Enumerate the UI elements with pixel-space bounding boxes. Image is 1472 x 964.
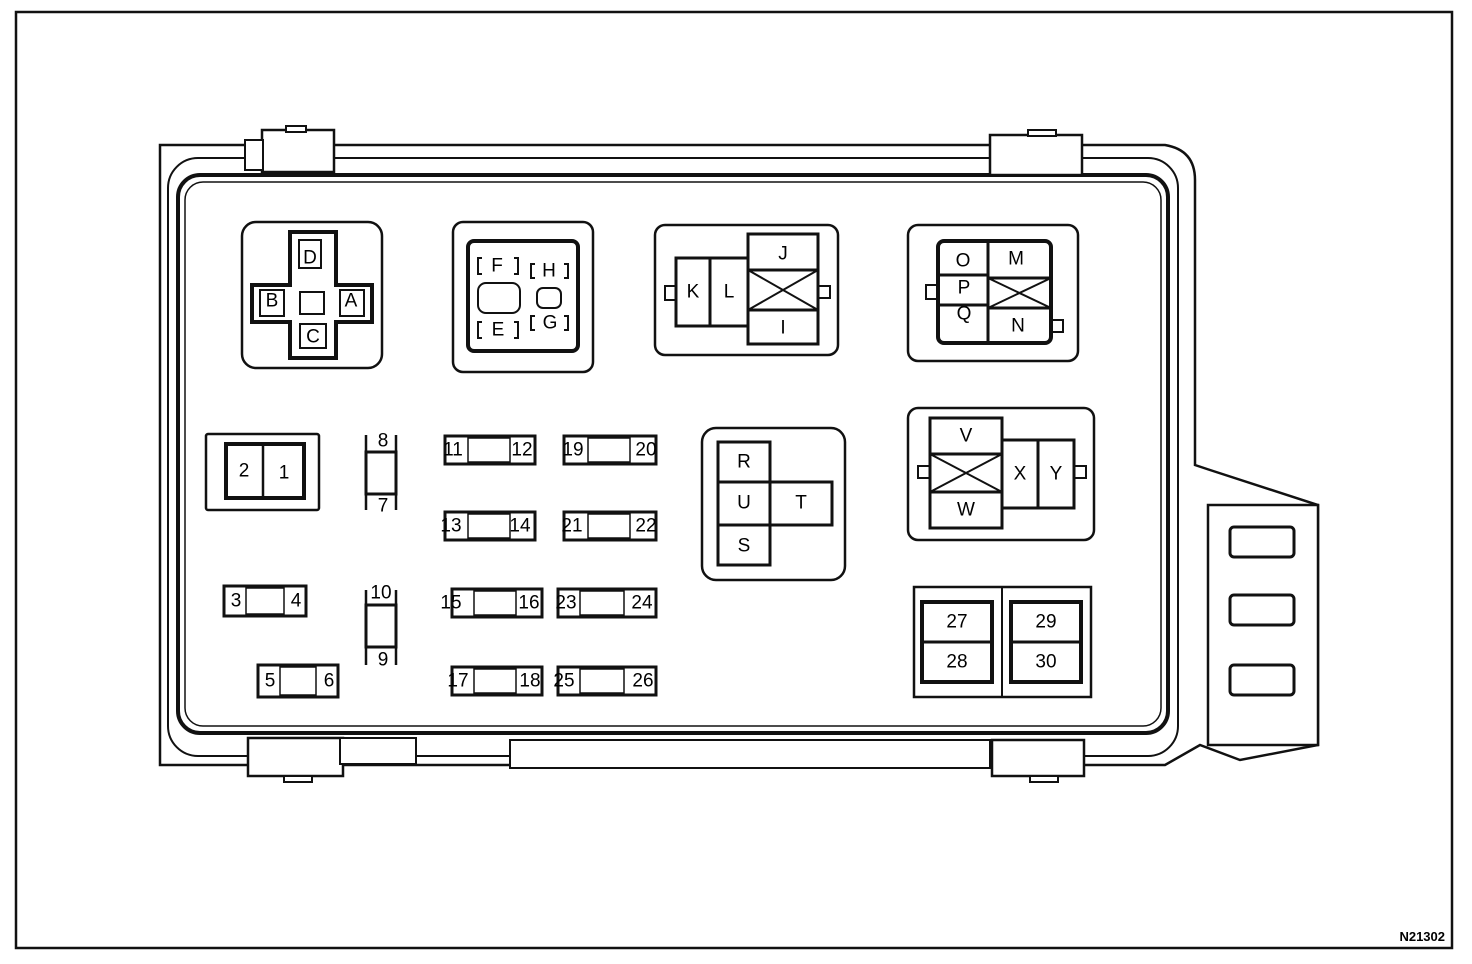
fuse-21: 21: [561, 516, 582, 537]
latch-top-right: [988, 129, 1084, 177]
fuse-9: 9: [378, 650, 389, 671]
fuse-11-12: 11 12: [443, 434, 537, 466]
terminal-O: O: [956, 251, 971, 272]
fuse-7-8: 8 7: [364, 431, 398, 517]
side-slot-1: [1228, 525, 1296, 559]
terminal-K: K: [687, 282, 700, 303]
fuse-5: 5: [265, 671, 276, 692]
fuse-25-26: 25 26: [553, 665, 658, 697]
terminal-X: X: [1014, 464, 1027, 485]
terminal-L: L: [724, 282, 735, 303]
fuse-22: 22: [635, 516, 656, 537]
terminal-M: M: [1008, 249, 1024, 270]
fuse-7: 7: [378, 496, 389, 517]
fuse-block-1-2: 2 1: [204, 432, 321, 512]
relay-mnopq: O P Q M N: [906, 223, 1080, 363]
terminal-R: R: [737, 452, 751, 473]
terminal-C: C: [306, 327, 320, 348]
fuse-29: 29: [1035, 612, 1056, 633]
latch-top-left: [244, 125, 336, 174]
terminal-I: I: [780, 318, 785, 339]
fuse-10: 10: [370, 583, 391, 604]
fuse-2: 2: [239, 461, 250, 482]
terminal-J: J: [778, 244, 788, 265]
fuse-19: 19: [562, 440, 583, 461]
fuse-1: 1: [279, 463, 290, 484]
figure-frame: [14, 10, 1454, 950]
fuse-24: 24: [631, 593, 653, 614]
fuse-3: 3: [231, 591, 242, 612]
terminal-T: T: [795, 493, 807, 514]
fuse-26: 26: [632, 671, 653, 692]
terminal-F: F: [491, 256, 503, 277]
fuse-17: 17: [447, 671, 468, 692]
fuse-30: 30: [1035, 652, 1056, 673]
fuse-3-4: 3 4: [222, 584, 308, 618]
terminal-P: P: [958, 278, 971, 299]
terminal-W: W: [957, 500, 975, 521]
bottom-rail: [509, 739, 991, 769]
fuse-23: 23: [555, 593, 576, 614]
fuse-28: 28: [946, 652, 967, 673]
terminal-G: G: [543, 313, 558, 334]
terminal-N: N: [1011, 316, 1025, 337]
fuse-5-6: 5 6: [256, 663, 340, 699]
fuse-15-16: 15 16: [440, 587, 544, 619]
fuse-27: 27: [946, 612, 967, 633]
terminal-H: H: [542, 261, 556, 282]
side-slot-3: [1228, 663, 1296, 697]
terminal-V: V: [960, 426, 973, 447]
fuse-11: 11: [443, 440, 463, 461]
fuse-19-20: 19 20: [562, 434, 658, 466]
fuse-8: 8: [378, 431, 389, 452]
terminal-U: U: [737, 493, 751, 514]
relay-ijkl: K L J I: [653, 223, 840, 357]
terminal-S: S: [738, 536, 751, 557]
fuse-9-10: 10 9: [364, 583, 398, 671]
latch-bottom-right: [990, 738, 1086, 783]
fuse-14: 14: [509, 516, 531, 537]
fuse-20: 20: [635, 440, 656, 461]
fuse-17-18: 17 18: [447, 665, 544, 697]
fuse-13-14: 13 14: [440, 510, 537, 542]
fuse-21-22: 21 22: [561, 510, 658, 542]
fuse-16: 16: [518, 593, 539, 614]
terminal-E: E: [492, 320, 505, 341]
relay-efgh: F H E G: [451, 220, 595, 374]
terminal-Q: Q: [957, 304, 972, 325]
terminal-A: A: [345, 291, 358, 312]
fuse-13: 13: [440, 516, 461, 537]
fuse-block-27-30: 27 28 29 30: [912, 585, 1093, 699]
fuse-15: 15: [440, 593, 461, 614]
latch-bottom-left: [246, 736, 417, 783]
terminal-D: D: [303, 248, 317, 269]
side-slot-2: [1228, 593, 1296, 627]
terminal-Y: Y: [1050, 464, 1063, 485]
fuse-6: 6: [324, 671, 335, 692]
fuse-18: 18: [519, 671, 540, 692]
fuse-23-24: 23 24: [555, 587, 658, 619]
relay-rstu: R U S T: [700, 426, 847, 582]
fuse-25: 25: [553, 671, 574, 692]
terminal-B: B: [266, 291, 279, 312]
fuse-4: 4: [291, 591, 302, 612]
figure-code: N21302: [1399, 929, 1445, 944]
fuse-12: 12: [511, 440, 532, 461]
relay-vwxy: V W X Y: [906, 406, 1096, 542]
relay-abcd: D B A C: [240, 220, 384, 370]
